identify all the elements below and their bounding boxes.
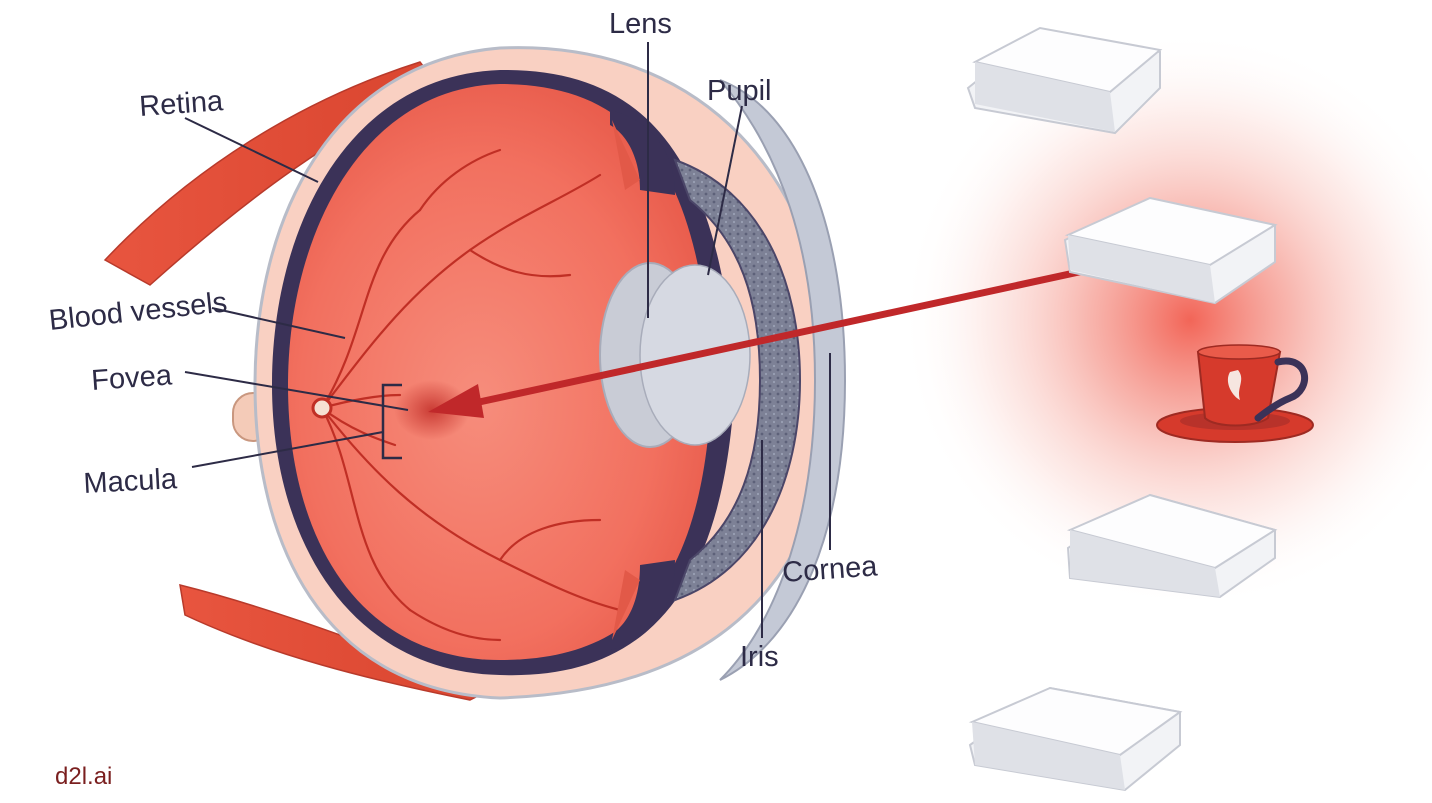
leader-lines <box>184 42 831 638</box>
leader-fovea <box>184 371 409 411</box>
book-stack-top <box>966 26 1163 135</box>
optic-disc <box>311 397 333 419</box>
book-stack-focused <box>1063 196 1278 305</box>
lens <box>599 262 751 448</box>
label-iris: Iris <box>740 641 779 673</box>
line-of-sight-arrow <box>428 258 1129 418</box>
watermark: d2l.ai <box>55 763 113 790</box>
label-macula: Macula <box>83 463 179 500</box>
book-stack-bottom <box>968 686 1183 792</box>
book-stack-lower <box>1066 493 1278 599</box>
coffee-cup <box>1156 344 1314 443</box>
label-fovea: Fovea <box>90 359 174 397</box>
leader-retina <box>184 117 319 183</box>
label-lens: Lens <box>609 8 672 40</box>
ciliary-body <box>610 110 675 650</box>
macula-bracket <box>381 383 402 460</box>
iris <box>673 158 802 602</box>
leader-macula <box>191 431 384 468</box>
cornea <box>719 79 847 681</box>
label-retina: Retina <box>138 85 225 123</box>
eyeball <box>253 46 837 700</box>
focus-glow <box>900 30 1432 610</box>
label-cornea: Cornea <box>781 550 879 589</box>
leader-pupil <box>707 105 743 276</box>
leader-blood-vessels <box>211 307 346 339</box>
label-blood-vessels: Blood vessels <box>47 286 228 337</box>
label-pupil: Pupil <box>707 75 772 107</box>
